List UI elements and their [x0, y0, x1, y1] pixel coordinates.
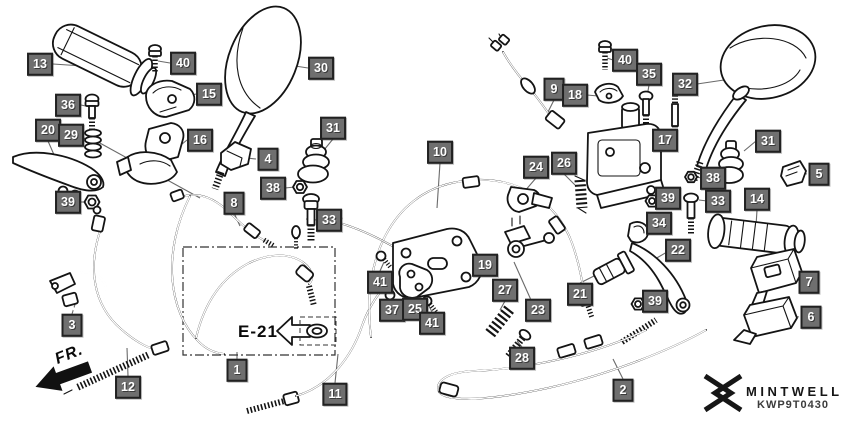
part-label-20: 20: [35, 118, 61, 142]
bolt-33-right: [683, 192, 699, 234]
part-label-26: 26: [551, 151, 577, 175]
clamp-18: [594, 82, 624, 104]
switch-housing-17: [586, 102, 666, 209]
part-label-40: 40: [170, 51, 196, 75]
bolt-40-left: [148, 44, 162, 72]
bolt-33-left: [302, 193, 320, 242]
part-label-2: 2: [612, 378, 634, 402]
bolt-40-right: [598, 40, 612, 70]
part-label-16: 16: [187, 128, 213, 152]
part-label-15: 15: [196, 82, 222, 106]
grip-left: [52, 23, 158, 97]
detail-boundary-box: [182, 246, 336, 356]
part-label-28: 28: [509, 346, 535, 370]
part-label-10: 10: [427, 140, 453, 164]
lever-left: [12, 151, 105, 201]
cable-8: [169, 188, 276, 249]
part-label-39: 39: [55, 190, 81, 214]
part-label-39: 39: [642, 289, 668, 313]
wire-9: [488, 33, 566, 130]
switch-housing-16: [116, 122, 185, 185]
part-label-41: 41: [419, 311, 445, 335]
part-label-6: 6: [800, 305, 822, 329]
part-label-39: 39: [655, 186, 681, 210]
part-label-12: 12: [115, 375, 141, 399]
diagram-code: KWP9T0430: [757, 399, 829, 411]
part-label-13: 13: [27, 52, 53, 76]
cable-2: [437, 317, 707, 400]
brand-logo-icon: [703, 373, 743, 413]
part-label-27: 27: [492, 278, 518, 302]
part-label-29: 29: [58, 123, 84, 147]
part-label-33: 33: [316, 208, 342, 232]
nut-39-right-bottom: [630, 297, 646, 311]
switch-7: [750, 248, 803, 308]
mirror-right: [690, 24, 817, 182]
part-label-8: 8: [223, 191, 245, 215]
barrel-21: [592, 250, 635, 286]
part-label-18: 18: [562, 83, 588, 107]
e21-ref-label: E-21: [238, 322, 278, 341]
bracket-15: [145, 79, 196, 118]
part-label-37: 37: [379, 298, 405, 322]
part-label-17: 17: [652, 128, 678, 152]
boot-31-right: [714, 140, 744, 184]
fr-arrow-icon: [35, 361, 93, 391]
screw-35: [638, 90, 654, 134]
clamp-34: [627, 221, 649, 244]
part-label-32: 32: [672, 72, 698, 96]
plate-25: [398, 262, 434, 299]
spring-27: [484, 305, 514, 339]
part-label-23: 23: [525, 298, 551, 322]
part-label-14: 14: [744, 187, 770, 211]
nut-38-right: [684, 170, 698, 184]
spring-29: [84, 128, 102, 159]
cable-12: [63, 205, 170, 395]
part-label-7: 7: [798, 270, 820, 294]
part-label-3: 3: [61, 313, 83, 337]
pivot-23: [504, 215, 555, 258]
part-label-31: 31: [320, 116, 346, 140]
screw-36: [84, 93, 100, 132]
part-label-33: 33: [705, 189, 731, 213]
part-label-4: 4: [257, 147, 279, 171]
part-label-1: 1: [226, 358, 248, 382]
part-label-9: 9: [543, 77, 565, 101]
throttle-tube-14: [707, 213, 806, 257]
e21-ring: [299, 316, 337, 346]
part-label-41: 41: [367, 270, 393, 294]
part-label-36: 36: [55, 93, 81, 117]
cable-1: [171, 195, 317, 355]
part-label-5: 5: [808, 162, 830, 186]
part-label-19: 19: [472, 253, 498, 277]
part-label-21: 21: [567, 282, 593, 306]
spring-26: [574, 175, 588, 214]
part-label-11: 11: [322, 382, 348, 406]
brand-wordmark: MINTWELL: [746, 384, 842, 399]
part-label-24: 24: [523, 155, 549, 179]
switch-6: [733, 296, 798, 345]
bolt-41-upper: [375, 250, 393, 270]
part-label-31: 31: [755, 129, 781, 153]
clamp-3: [49, 270, 108, 315]
part-label-38: 38: [700, 166, 726, 190]
part-label-40: 40: [612, 48, 638, 72]
part-label-34: 34: [646, 211, 672, 235]
part-label-30: 30: [308, 56, 334, 80]
part-label-35: 35: [636, 62, 662, 86]
lever-right: [629, 242, 691, 315]
bracket-4: [220, 141, 252, 171]
boot-31-left: [297, 138, 330, 184]
nut-38-left: [292, 180, 308, 194]
nut-39-left: [83, 194, 101, 210]
part-label-22: 22: [665, 238, 691, 262]
e21-arrow-icon: [276, 316, 311, 346]
part-label-38: 38: [260, 176, 286, 200]
clip-5: [780, 160, 807, 187]
bracket-24: [506, 186, 553, 213]
